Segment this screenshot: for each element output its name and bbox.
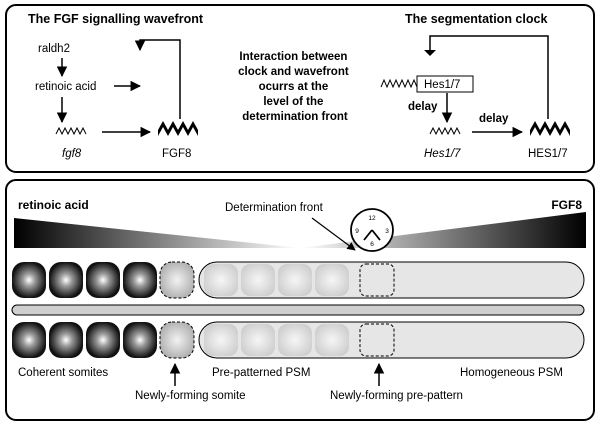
- segmentation-clock-title: The segmentation clock: [405, 12, 547, 26]
- interaction-text: Interaction between clock and wavefront …: [238, 51, 352, 123]
- embryo-row-2: [12, 321, 585, 359]
- raldh2-label: raldh2: [38, 43, 70, 55]
- coherent-somites-label: Coherent somites: [18, 367, 108, 379]
- prepatterned-unit: [241, 324, 275, 356]
- bottom-panel-frame: [5, 179, 595, 421]
- hes-box-label: Hes1/7: [424, 79, 460, 91]
- clock-icon: 12 3 6 9: [350, 208, 394, 252]
- prepatterned-unit: [278, 324, 312, 356]
- prepatterned-unit: [315, 324, 349, 356]
- gradient-left-label: retinoic acid: [18, 198, 89, 212]
- fgf8-feedback-arrow: [134, 39, 181, 119]
- hes-repression-head: [424, 50, 436, 56]
- top-panel-frame: [5, 4, 595, 173]
- clock-num-3: 3: [385, 228, 389, 235]
- hes-mrna-label: Hes1/7: [424, 148, 461, 160]
- retinoic-acid-gradient: [14, 218, 300, 248]
- coherent-somite: [123, 262, 157, 298]
- newly-forming-somite: [159, 321, 195, 359]
- coherent-somite: [49, 322, 83, 358]
- clock-num-6: 6: [370, 241, 374, 248]
- fgf8-gene-squiggle: [55, 126, 87, 136]
- clock-num-9: 9: [355, 228, 359, 235]
- coherent-somite: [123, 322, 157, 358]
- gradient-right-label: FGF8: [551, 198, 582, 212]
- hes-protein-zigzag: [530, 121, 570, 136]
- newly-forming-prepattern: [359, 263, 395, 297]
- delay-label-1: delay: [408, 101, 438, 113]
- fgf8-protein-label: FGF8: [162, 148, 191, 160]
- prepatterned-unit: [204, 324, 238, 356]
- homogeneous-psm-label: Homogeneous PSM: [460, 367, 563, 379]
- embryo-row-1: [12, 261, 585, 299]
- coherent-somite: [12, 322, 46, 358]
- newly-forming-somite-label: Newly-forming somite: [135, 390, 246, 402]
- newly-forming-prepattern: [359, 323, 395, 357]
- coherent-somite: [86, 262, 120, 298]
- fgf8-gene-label: fgf8: [62, 148, 82, 160]
- hes-protein-label: HES1/7: [528, 148, 568, 160]
- hes-mrna-squiggle: [429, 126, 461, 136]
- newly-forming-prepattern-label: Newly-forming pre-pattern: [330, 390, 463, 402]
- prepatterned-psm-label: Pre-patterned PSM: [212, 367, 310, 379]
- coherent-somite: [12, 262, 46, 298]
- delay-label-2: delay: [479, 113, 509, 125]
- newly-forming-somite: [159, 261, 195, 299]
- hes-box-squiggle: [380, 78, 418, 89]
- prepatterned-unit: [241, 264, 275, 296]
- determination-front-label: Determination front: [225, 202, 324, 214]
- clock-num-12: 12: [368, 215, 376, 222]
- hes-gene-box: [416, 75, 474, 93]
- notochord-bar: [11, 304, 585, 316]
- hes-feedback-line: [429, 35, 549, 119]
- fgf8-protein-zigzag: [158, 121, 198, 136]
- fgf-wavefront-title: The FGF signalling wavefront: [28, 12, 204, 26]
- prepatterned-unit: [278, 264, 312, 296]
- retinoic-acid-label: retinoic acid: [35, 81, 96, 93]
- coherent-somite: [49, 262, 83, 298]
- determination-front-arrow: [311, 217, 356, 251]
- coherent-somite: [86, 322, 120, 358]
- prepatterned-unit: [204, 264, 238, 296]
- prepatterned-unit: [315, 264, 349, 296]
